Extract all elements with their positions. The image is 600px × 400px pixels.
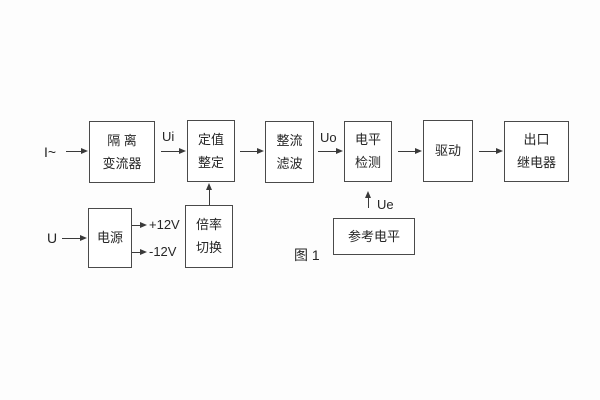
label-input-voltage: U xyxy=(47,230,58,246)
block-drive: 驱动 xyxy=(423,120,473,182)
block-label-line: 检测 xyxy=(354,155,381,170)
block-label-line: 出口 xyxy=(523,132,550,147)
block-label-line: 电平 xyxy=(354,132,381,147)
block-label-line: 定值 xyxy=(197,131,224,147)
label-signal-ue: Ue xyxy=(377,197,394,212)
figure-caption: 图 1 xyxy=(294,247,320,263)
arrow-level-to-drive xyxy=(398,148,422,154)
block-setpoint-adjust: 定值 整定 xyxy=(187,120,235,182)
block-rectifier-filter: 整流 滤波 xyxy=(265,121,314,183)
arrow-rectifier-to-level xyxy=(318,148,343,154)
block-label-line: 继电器 xyxy=(516,155,556,170)
arrow-power-to-plus12v xyxy=(132,222,147,228)
block-multiplier-switch: 倍率 切换 xyxy=(185,205,233,268)
block-label-line: 变流器 xyxy=(102,155,142,171)
block-label-line: 切换 xyxy=(195,240,222,255)
block-power-supply: 电源 xyxy=(88,208,132,268)
block-label-line: 驱动 xyxy=(434,143,461,158)
block-label-line: 倍率 xyxy=(195,217,222,232)
label-input-current: I~ xyxy=(44,144,57,160)
arrow-voltage-to-power xyxy=(62,235,87,241)
block-output-relay: 出口 继电器 xyxy=(504,121,569,182)
label-minus-12v: -12V xyxy=(149,244,177,259)
arrow-reference-to-level xyxy=(365,191,371,208)
arrow-setpoint-to-rectifier xyxy=(240,148,264,154)
arrow-drive-to-relay xyxy=(479,148,503,154)
arrow-multiplier-to-setpoint xyxy=(206,183,212,205)
block-label-line: 参考电平 xyxy=(347,228,400,244)
block-isolation-transformer: 隔 离 变流器 xyxy=(89,121,155,183)
block-label-line: 电源 xyxy=(96,230,123,245)
arrow-input-to-isolation xyxy=(66,148,88,154)
label-signal-uo: Uo xyxy=(320,130,337,145)
label-signal-ui: Ui xyxy=(162,129,175,144)
block-level-detection: 电平 检测 xyxy=(344,121,392,182)
block-label-line: 整流 xyxy=(276,132,303,148)
block-reference-level: 参考电平 xyxy=(333,218,415,255)
label-plus-12v: +12V xyxy=(149,217,180,232)
arrow-power-to-minus12v xyxy=(132,249,147,255)
arrow-isolation-to-setpoint xyxy=(161,148,186,154)
block-label-line: 滤波 xyxy=(276,155,303,171)
block-label-line: 隔 离 xyxy=(107,132,137,148)
block-label-line: 整定 xyxy=(197,154,224,170)
